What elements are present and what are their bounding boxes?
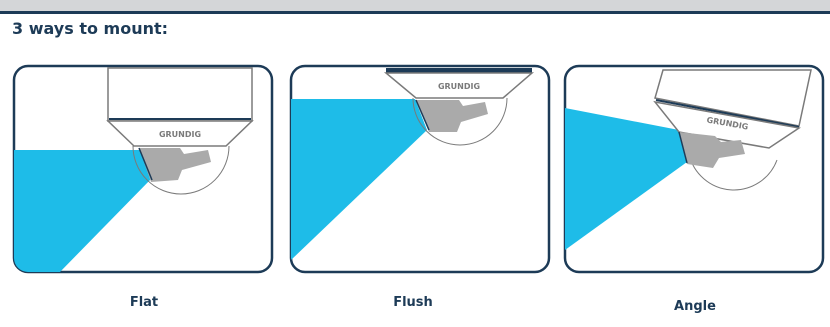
dome [132, 145, 230, 195]
dome [688, 153, 778, 191]
brand-label: GRUNDIG [438, 82, 480, 91]
field-of-view [565, 108, 687, 250]
caption-flush: Flush [393, 295, 433, 310]
camera-lens [416, 100, 488, 132]
mount-flat-diagram: GRUNDIG [12, 64, 274, 274]
mount-angle-diagram: GRUNDIG [563, 64, 825, 274]
page-title: 3 ways to mount: [12, 19, 169, 38]
camera-base [106, 120, 254, 147]
caption-flat: Flat [129, 295, 159, 310]
camera-base [653, 100, 801, 149]
field-of-view [291, 99, 427, 260]
camera-base [383, 72, 535, 99]
caption-angle: Angle [674, 299, 716, 314]
mount-flush-diagram: GRUNDIG [289, 64, 551, 274]
camera-lens [679, 132, 745, 168]
camera-lens [139, 148, 211, 182]
accent-strip [386, 68, 532, 73]
dome [412, 97, 508, 146]
top-bar [0, 0, 830, 14]
ceiling-housing [107, 67, 253, 122]
field-of-view [14, 150, 152, 272]
brand-label: GRUNDIG [159, 130, 201, 139]
